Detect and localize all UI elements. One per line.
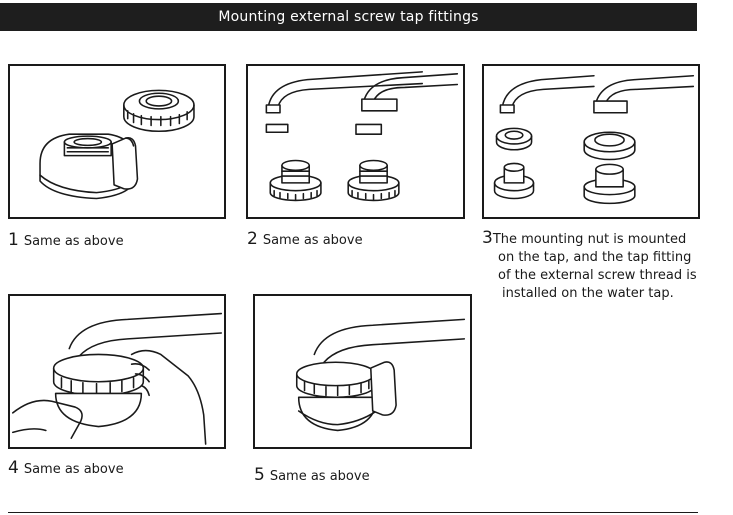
- filter-and-nut-drawing: [39, 89, 195, 200]
- step-5-text: Same as above: [269, 469, 370, 484]
- step-2-text: Same as above: [262, 233, 363, 248]
- page-title: Mounting external screw tap fittings: [218, 9, 479, 25]
- title-banner: Mounting external screw tap fittings: [0, 3, 697, 31]
- step-4-illustration: [8, 294, 226, 449]
- step-3-illustration: [482, 64, 700, 219]
- installed-filter-drawing: [295, 318, 466, 432]
- step-3-line-1: The mounting nut is mounted: [492, 232, 687, 247]
- step-3-line-3: of the external screw thread is: [498, 268, 697, 283]
- step-3-number: 3: [482, 228, 493, 248]
- step-5-illustration: [253, 294, 472, 449]
- step-4-caption: 4 Same as above: [8, 459, 124, 479]
- nuts-and-fittings-drawing: [493, 74, 695, 205]
- step-3-line-4: installed on the water tap.: [502, 286, 674, 301]
- step-5-caption: 5 Same as above: [254, 466, 370, 486]
- step-4-number: 4: [8, 458, 19, 478]
- step-4-text: Same as above: [23, 462, 124, 477]
- step-1-text: Same as above: [23, 234, 124, 249]
- step-3-line-2: on the tap, and the tap fitting: [498, 250, 692, 265]
- step-1-caption: 1 Same as above: [8, 231, 124, 251]
- step-2-illustration: [246, 64, 465, 219]
- step-3-caption: 3The mounting nut is mounted on the tap,…: [482, 229, 697, 303]
- step-2-number: 2: [247, 229, 258, 249]
- bottom-divider: [8, 512, 698, 513]
- hands-installing-filter-drawing: [11, 312, 223, 445]
- step-2-caption: 2 Same as above: [247, 230, 363, 250]
- step-5-number: 5: [254, 465, 265, 485]
- taps-and-fittings-drawing: [265, 71, 459, 202]
- step-1-number: 1: [8, 230, 19, 250]
- step-1-illustration: [8, 64, 226, 219]
